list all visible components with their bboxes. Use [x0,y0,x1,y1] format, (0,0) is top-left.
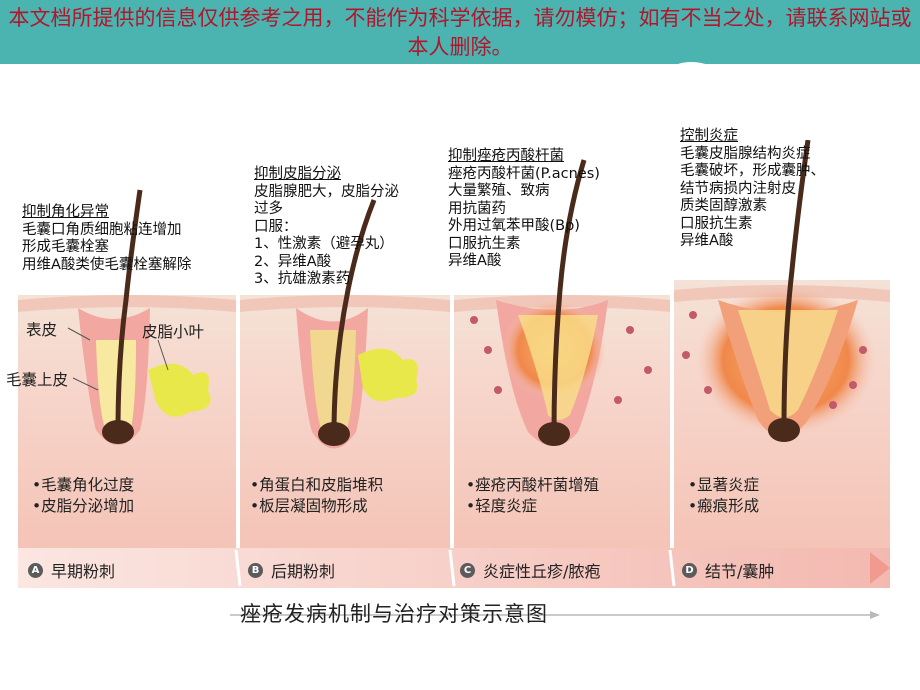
panel-d-line: 异维A酸 [680,233,734,249]
panel-c-notes: •痤疮丙酸杆菌增殖 •轻度炎症 [466,475,599,517]
panel-b-line: 口服： [254,218,298,235]
panel-d-line: 质类固醇激素 [680,198,767,214]
stage-c: C 炎症性丘疹/脓疱 [460,558,600,582]
panel-d-title: 控制炎症 [680,128,738,144]
stage-c-badge: C [460,562,475,578]
panel-b-line: 2、异维A酸 [254,253,332,270]
panel-b-line: 1、性激素（避孕丸） [254,236,394,252]
panel-c-line: 异维A酸 [448,253,502,269]
stage-b-label: 后期粉刺 [271,562,336,581]
panel-d-line: 毛囊皮脂腺结构炎症 [680,145,811,162]
disclaimer-banner: 本文档所提供的信息仅供参考之用，不能作为科学依据，请勿模仿；如有不当之处，请联系… [0,0,920,64]
panel-b-note: •角蛋白和皮脂堆积 [250,476,384,494]
panel-b-line: 皮脂腺肥大，皮脂分泌 [254,183,399,200]
sebaceous-lobule-label: 皮脂小叶 [142,323,205,341]
panel-c-line: 大量繁殖、致病 [448,183,550,199]
panel-c-text: 抑制痤疮丙酸杆菌 痤疮丙酸杆菌(P.acnes) 大量繁殖、致病 用抗菌药 外用… [448,148,600,271]
panel-c-title: 抑制痤疮丙酸杆菌 [448,148,564,164]
stage-b: B 后期粉刺 [248,558,335,582]
panel-c-note: •痤疮丙酸杆菌增殖 [466,476,600,494]
diagram-caption: 痤疮发病机制与治疗对策示意图 [240,602,548,626]
panel-d-line: 毛囊破坏，形成囊肿、 [680,163,825,179]
cloud-border [0,62,920,116]
follicular-epithelium-label: 毛囊上皮 [6,371,69,389]
stage-a: A 早期粉刺 [28,558,115,582]
panel-a-notes: •毛囊角化过度 •皮脂分泌增加 [32,475,134,517]
caption-arrow [230,611,880,619]
stage-d: D 结节/囊肿 [682,558,774,582]
panel-a-title: 抑制角化异常 [22,204,109,220]
disclaimer-text: 本文档所提供的信息仅供参考之用，不能作为科学依据，请勿模仿；如有不当之处，请联系… [8,6,912,59]
stage-d-badge: D [682,562,697,578]
panel-b-text: 抑制皮脂分泌 皮脂腺肥大，皮脂分泌 过多 口服： 1、性激素（避孕丸） 2、异维… [254,166,399,289]
panel-a-line: 形成毛囊栓塞 [22,239,109,255]
panel-c-note: •轻度炎症 [466,497,538,515]
panel-c-line: 外用过氧苯甲酸(Bp) [448,218,580,234]
panel-c-line: 用抗菌药 [448,200,506,217]
stage-c-label: 炎症性丘疹/脓疱 [483,562,601,581]
panel-a-note: •毛囊角化过度 [32,476,135,494]
panel-d-note: •显著炎症 [688,476,760,494]
panel-b-note: •板层凝固物形成 [250,497,368,515]
panel-d-line: 口服抗生素 [680,215,753,232]
panel-d-notes: •显著炎症 •瘢痕形成 [688,475,759,517]
panel-b-line: 3、抗雄激素药 [254,271,351,287]
stage-b-badge: B [248,562,263,578]
acne-diagram: 抑制角化异常 毛囊口角质细胞粘连增加 形成毛囊栓塞 用维A酸类使毛囊栓塞解除 抑… [6,128,890,595]
panel-d-line: 结节病损内注射皮 [680,180,796,197]
epidermis-label: 表皮 [26,321,58,339]
stage-a-label: 早期粉刺 [51,562,116,581]
panel-a-line: 毛囊口角质细胞粘连增加 [22,221,182,238]
panel-a-text: 抑制角化异常 毛囊口角质细胞粘连增加 形成毛囊栓塞 用维A酸类使毛囊栓塞解除 [22,204,191,274]
skin-illustration [18,140,890,588]
stage-d-label: 结节/囊肿 [705,562,775,581]
panel-a-line: 用维A酸类使毛囊栓塞解除 [22,256,192,273]
panel-c-line: 口服抗生素 [448,235,521,252]
panel-d-note: •瘢痕形成 [688,497,760,515]
panel-d-text: 控制炎症 毛囊皮脂腺结构炎症 毛囊破坏，形成囊肿、 结节病损内注射皮 质类固醇激… [680,128,825,251]
panel-c-line: 痤疮丙酸杆菌(P.acnes) [448,165,600,182]
panel-a-note: •皮脂分泌增加 [32,497,135,515]
panel-b-line: 过多 [254,201,283,217]
panel-b-notes: •角蛋白和皮脂堆积 •板层凝固物形成 [250,475,383,517]
stage-a-badge: A [28,562,43,578]
panel-b-title: 抑制皮脂分泌 [254,166,341,182]
